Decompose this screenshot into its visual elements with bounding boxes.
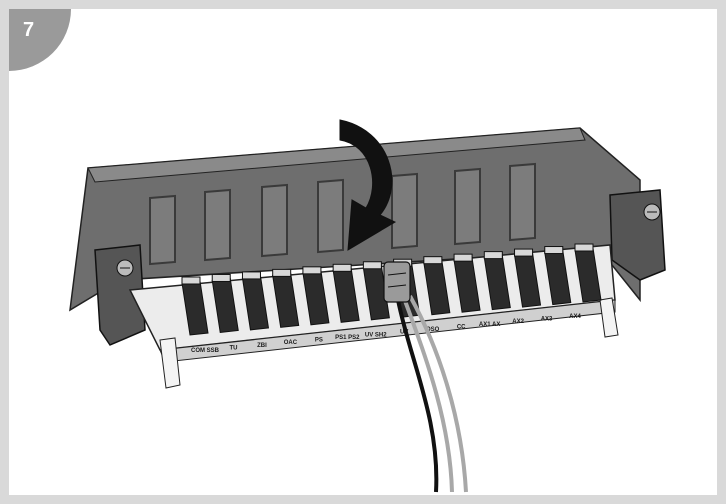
terminal-slot-cap [241,271,261,280]
slot-label: AX1 AX [479,322,500,328]
slot-label: PS [315,338,323,344]
step-number: 7 [23,19,35,41]
slot-label: COM SSB [191,348,220,354]
left-screw [116,259,134,277]
terminal-slot-cap [272,268,292,277]
terminal-slot-cap [483,251,503,260]
slot-label: AX3 [541,317,553,323]
terminal-slot-cap [514,248,534,257]
right-screw [643,203,661,221]
slot-label: CC [457,324,466,330]
terminal-slot-cap [332,263,352,272]
slot-label: PS1 PS2 [335,335,360,341]
terminal-slot-cap [453,253,473,262]
housing-top-rim [87,127,586,183]
slot-label: ZBI [257,343,267,349]
tray-foot-left [159,337,181,389]
terminal-slot-cap [574,243,594,252]
terminal-slot-cap [544,246,564,255]
terminal-slot-cap [423,256,443,265]
slot-label: AX4 [569,314,581,320]
slot-label: OSO [426,327,440,333]
housing-ribs [149,162,536,266]
cable-connector [383,261,411,303]
terminal-slot-cap [362,261,382,270]
cable-gray-2 [408,295,468,493]
cable-gray-1 [402,297,454,493]
curved-down-arrow-icon [339,119,397,251]
slot-label: UV SH2 [365,332,387,338]
terminal-slot-cap [211,273,231,282]
terminal-slot-cap [302,266,322,275]
tray-foot-right [599,297,619,338]
slot-label: TU [229,345,237,351]
cable-black [396,299,439,493]
terminal-slot-cap [181,276,201,285]
slot-label: AX2 [512,319,524,325]
slot-label: OAC [284,340,298,346]
